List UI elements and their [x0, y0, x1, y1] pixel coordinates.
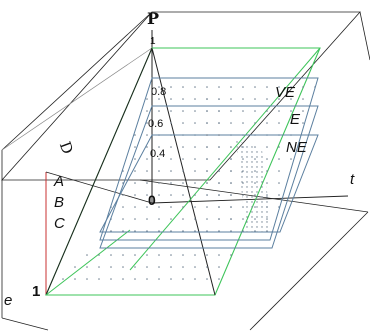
- pyramid-edge-left: [45, 47, 153, 296]
- axis-label-d: D: [56, 139, 77, 156]
- tick-label-1: 0.6: [148, 118, 163, 130]
- plane-label-ne: NE: [286, 139, 308, 156]
- d-label-a: A: [53, 173, 64, 190]
- tick-label-0: 0.8: [151, 86, 166, 98]
- plane-label-ve: VE: [275, 84, 296, 101]
- floor-front-edge: [1, 317, 49, 331]
- left-wall-edge: [1, 11, 153, 151]
- d-label-c: C: [54, 215, 65, 232]
- plane-ne: [99, 134, 319, 233]
- base-dot-region: [55, 250, 240, 290]
- back-diag-line: [1, 47, 153, 151]
- axis-label-p: P: [147, 9, 159, 28]
- p-max-label: 1: [150, 36, 156, 47]
- axis-label-e: e: [4, 292, 12, 309]
- mid-dot-region: [196, 95, 240, 225]
- dense-dot-region: [236, 140, 272, 232]
- origin-label: 0: [148, 192, 156, 208]
- tick-label-2: 0.4: [150, 148, 165, 160]
- axis-label-t: t: [350, 171, 355, 188]
- plane-group: [55, 77, 319, 290]
- floor-right-edge: [249, 211, 369, 331]
- d-label-b: B: [54, 194, 64, 211]
- e-max-label: 1: [32, 283, 40, 300]
- right-wall-top: [359, 11, 370, 61]
- plane-label-e: E: [290, 111, 301, 128]
- ticks: 0.8 0.6 0.4: [148, 86, 166, 160]
